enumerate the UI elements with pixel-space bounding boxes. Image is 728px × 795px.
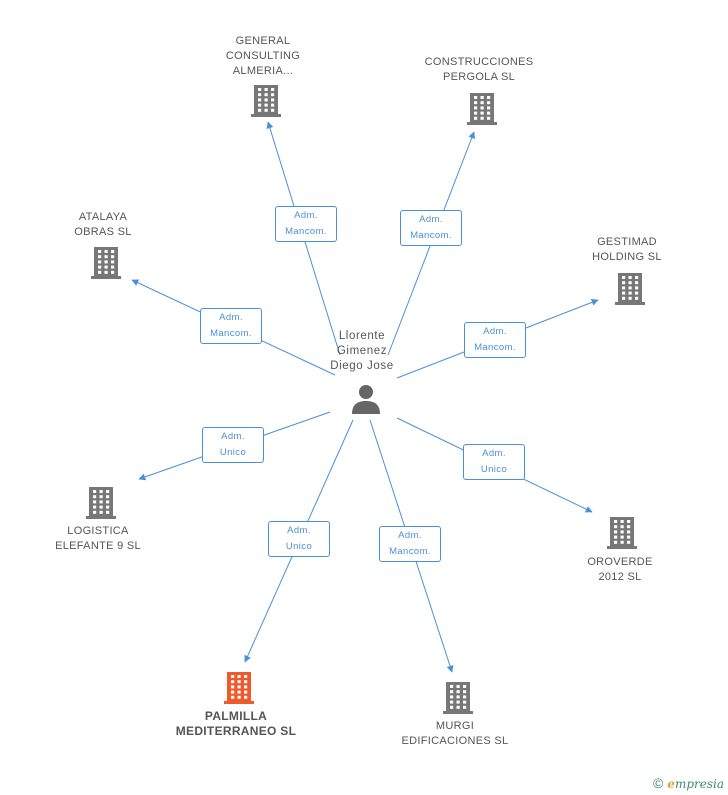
- person-icon[interactable]: [349, 382, 383, 418]
- building-icon[interactable]: [605, 514, 639, 550]
- relation-badge-construcciones-pergola: Adm. Mancom.: [400, 210, 462, 246]
- relation-badge-general-consulting: Adm. Mancom.: [275, 206, 337, 242]
- brand-logo: empresia: [667, 777, 724, 791]
- relation-badge-palmilla: Adm. Unico: [268, 521, 330, 557]
- building-icon[interactable]: [465, 90, 499, 126]
- building-icon[interactable]: [89, 244, 123, 280]
- building-icon[interactable]: [613, 270, 647, 306]
- company-label-atalaya-obras[interactable]: ATALAYA OBRAS SL: [74, 211, 132, 238]
- company-label-construcciones-pergola[interactable]: CONSTRUCCIONES PERGOLA SL: [424, 56, 534, 83]
- relation-badge-gestimad-holding: Adm. Mancom.: [464, 322, 526, 358]
- company-label-oroverde[interactable]: OROVERDE 2012 SL: [587, 556, 653, 583]
- relation-badge-atalaya-obras: Adm. Mancom.: [200, 308, 262, 344]
- company-label-gestimad-holding[interactable]: GESTIMAD HOLDING SL: [592, 236, 662, 263]
- relation-badge-logistica-elefante: Adm. Unico: [202, 427, 264, 463]
- building-icon[interactable]: [441, 679, 475, 715]
- center-person-label: Llorente Gimenez Diego Jose: [330, 330, 394, 372]
- company-label-general-consulting[interactable]: GENERAL CONSULTING ALMERIA...: [225, 35, 301, 77]
- company-label-palmilla[interactable]: PALMILLA MEDITERRANEO SL: [175, 709, 297, 738]
- relation-badge-murgi: Adm. Mancom.: [379, 526, 441, 562]
- footer-brand: ©empresia: [653, 775, 724, 791]
- company-label-logistica-elefante[interactable]: LOGISTICA ELEFANTE 9 SL: [55, 525, 141, 552]
- copyright-symbol: ©: [652, 775, 664, 791]
- building-icon[interactable]: [249, 82, 283, 118]
- company-label-murgi[interactable]: MURGI EDIFICACIONES SL: [401, 720, 509, 747]
- building-icon[interactable]: [222, 669, 256, 705]
- relation-badge-oroverde: Adm. Unico: [463, 444, 525, 480]
- building-icon[interactable]: [84, 484, 118, 520]
